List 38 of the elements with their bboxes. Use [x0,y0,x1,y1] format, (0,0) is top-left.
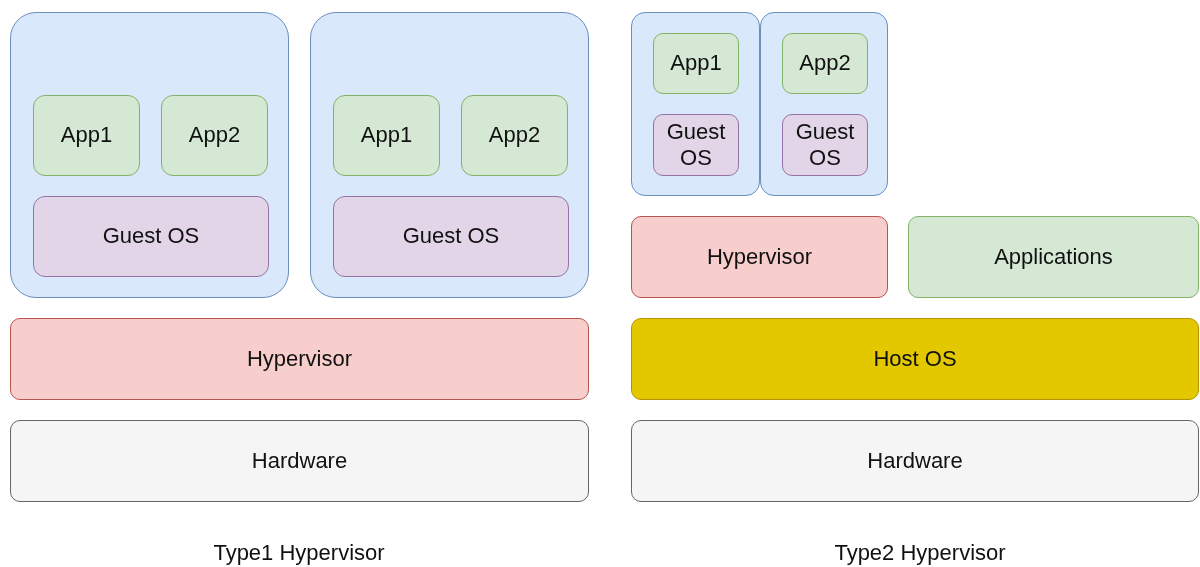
guest-os-box [653,114,739,176]
app-box [33,95,140,176]
host-os-box [631,318,1199,400]
virtual-machine-box [631,12,760,196]
box-label: App2 [799,50,851,77]
hardware-box [10,420,589,502]
guest-os-box [333,196,569,277]
box-label: Guest OS [794,118,856,172]
box-label: App1 [360,122,413,149]
hypervisor-box [10,318,589,400]
box-label: Hardware [251,447,348,475]
app-box [782,33,868,94]
box-label: Applications [994,243,1113,271]
box-label: App1 [60,122,113,149]
box-label: Hardware [867,447,963,475]
guest-os-box [33,196,269,277]
box-label: App1 [670,50,722,77]
box-label: Hypervisor [706,243,813,271]
box-label: App2 [188,122,241,149]
box-label: Guest OS [402,223,500,250]
applications-box [908,216,1199,298]
app-box [653,33,739,94]
app-box [333,95,440,176]
hypervisor-box [631,216,888,298]
caption-label: Type1 Hypervisor [213,540,385,566]
app-box [461,95,568,176]
box-label: Host OS [873,345,957,373]
caption-label: Type2 Hypervisor [834,540,1006,566]
virtual-machine-box [760,12,888,196]
hardware-box [631,420,1199,502]
guest-os-box [782,114,868,176]
box-label: Hypervisor [246,345,353,373]
virtual-machine-box [310,12,589,298]
box-label: Guest OS [665,118,727,172]
app-box [161,95,268,176]
box-label: Guest OS [102,223,200,250]
virtual-machine-box [10,12,289,298]
box-label: App2 [488,122,541,149]
